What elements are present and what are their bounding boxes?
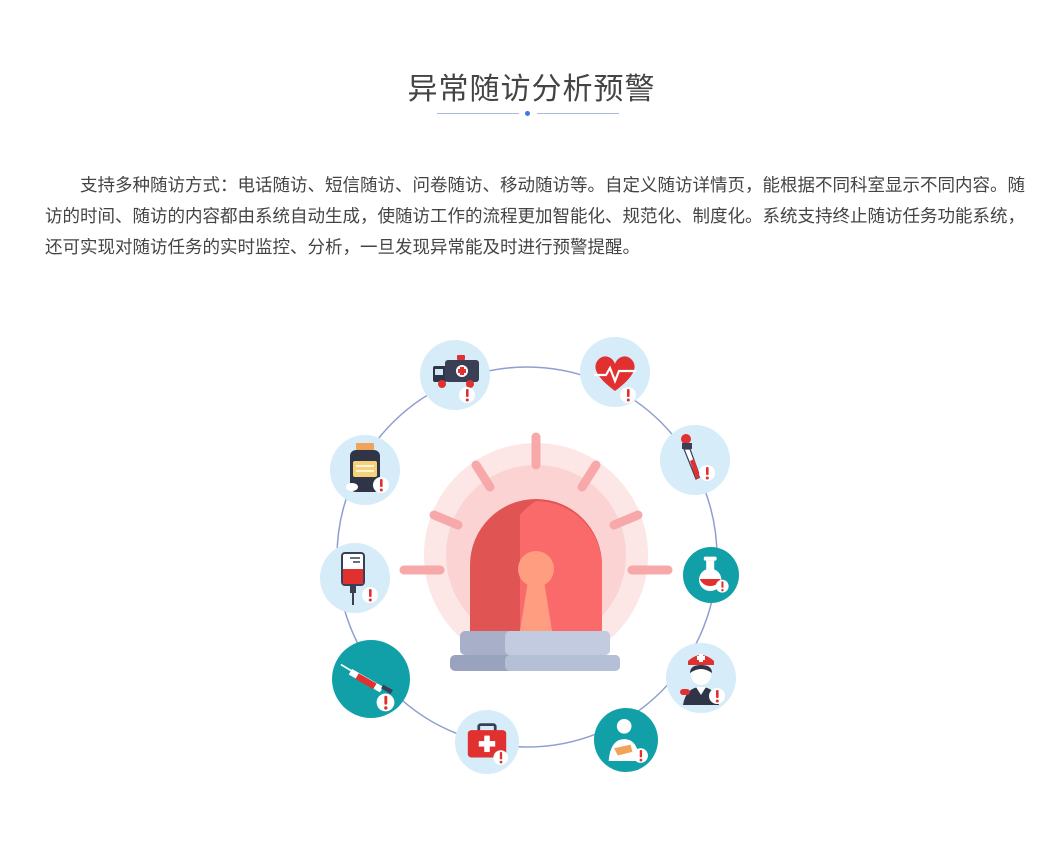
alert-illustration xyxy=(300,325,760,785)
heart-pulse-icon xyxy=(580,337,650,407)
divider-line-left xyxy=(437,113,519,114)
nurse-icon xyxy=(666,643,736,713)
ambulance-icon xyxy=(420,340,490,410)
lab-flask-icon xyxy=(683,547,739,603)
divider-line-right xyxy=(537,113,619,114)
blood-dropper-icon xyxy=(660,425,730,495)
alarm-siren-icon xyxy=(399,432,673,671)
iv-drip-bag-icon xyxy=(320,543,390,613)
title-divider xyxy=(437,110,619,116)
syringe-icon xyxy=(332,640,410,718)
divider-dot xyxy=(525,111,530,116)
page-title: 异常随访分析预警 xyxy=(407,72,656,107)
description-text: 支持多种随访方式：电话随访、短信随访、问卷随访、移动随访等。自定义随访详情页，能… xyxy=(45,176,1025,258)
first-aid-kit-icon xyxy=(455,710,519,774)
medicine-bottle-icon xyxy=(330,435,400,505)
injured-patient-icon xyxy=(594,708,658,772)
